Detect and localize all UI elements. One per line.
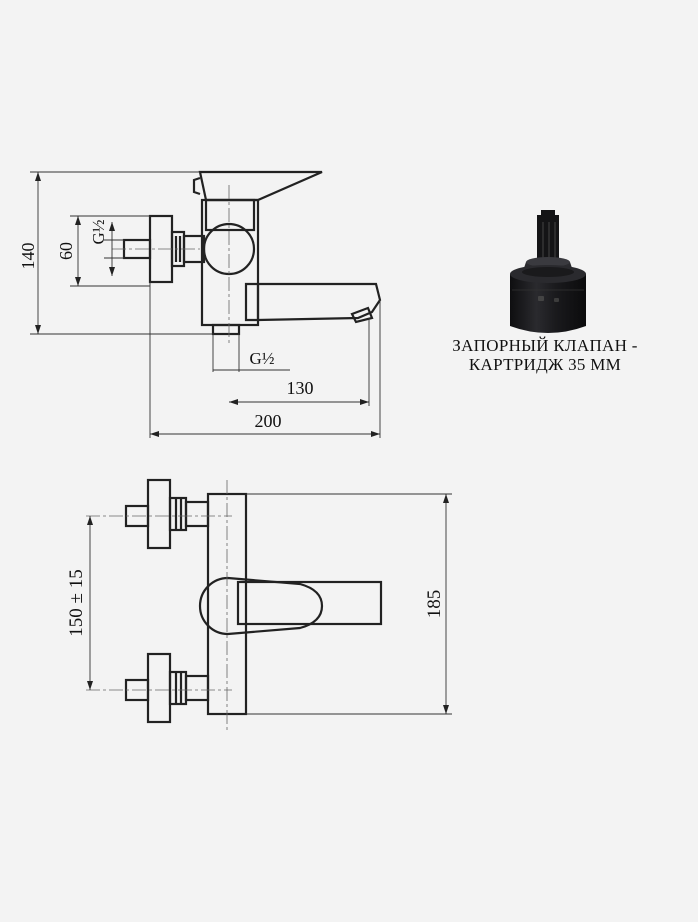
front-lever-handle: [198, 576, 324, 636]
front-upper-flange: [146, 478, 172, 550]
dim-185-label: 185: [424, 590, 445, 619]
dim-130-label: 130: [287, 378, 314, 398]
cartridge-image: [510, 210, 586, 333]
side-cartridge-housing: [204, 198, 256, 232]
front-lower-flange: [146, 652, 172, 724]
side-aerator: [350, 306, 374, 324]
side-lever-handle: [198, 170, 323, 202]
side-view: 140 60 G½ G½ 130 200: [18, 170, 382, 438]
front-view: 150 ± 15 185: [66, 478, 452, 730]
thread-inlet-label: G½: [89, 219, 108, 244]
side-spout: [244, 282, 382, 322]
dim-150-label: 150 ± 15: [66, 569, 87, 636]
thread-outlet-label: G½: [249, 349, 274, 368]
side-bottom-outlet: [211, 323, 241, 336]
dim-140-label: 140: [18, 243, 38, 270]
dim-200-label: 200: [255, 411, 282, 431]
cartridge-caption-line2: КАРТРИДЖ 35 ММ: [469, 355, 621, 374]
cartridge-caption-line1: ЗАПОРНЫЙ КЛАПАН -: [452, 336, 637, 355]
dim-60-label: 60: [56, 242, 76, 260]
